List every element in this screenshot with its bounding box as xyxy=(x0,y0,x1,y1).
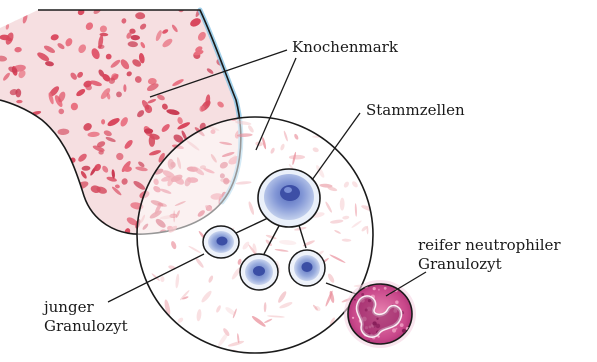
marrow-cell xyxy=(3,111,11,121)
marrow-cell xyxy=(58,157,64,161)
tissue-fiber xyxy=(216,348,218,356)
marrow-cell xyxy=(0,11,10,24)
marrow-cell xyxy=(37,177,49,186)
marrow-cell xyxy=(53,211,63,222)
young-cell-right-nucleus xyxy=(302,262,313,272)
marrow-cell xyxy=(0,122,6,131)
marrow-cell xyxy=(233,49,239,56)
tissue-fiber xyxy=(347,340,358,352)
neutrophil-granule xyxy=(350,337,354,341)
marrow-cell xyxy=(245,13,252,20)
marrow-cell xyxy=(59,154,68,164)
marrow-cell xyxy=(0,146,4,153)
marrow-cell xyxy=(25,145,35,158)
tissue-fiber xyxy=(366,164,378,175)
young-cell-left xyxy=(203,226,239,258)
marrow-cell xyxy=(241,50,250,59)
neutrophil-granule xyxy=(378,289,380,291)
marrow-cell xyxy=(39,149,49,156)
label-young-granulocyte: junger Granulozyt xyxy=(44,298,128,336)
neutrophil-granule xyxy=(400,323,404,327)
marrow-cell xyxy=(43,173,51,180)
marrow-cell xyxy=(26,162,39,170)
marrow-cell xyxy=(50,190,64,197)
neutrophil-granule xyxy=(352,317,354,319)
marrow-cell xyxy=(219,33,228,42)
stem-cell-nucleus-highlight xyxy=(284,187,292,193)
marrow-cell xyxy=(117,233,124,240)
marrow-cell xyxy=(0,116,5,126)
marrow-cell xyxy=(109,231,120,238)
marrow-cell xyxy=(63,161,73,170)
label-mature-neutrophil-line1: reifer neutrophiler xyxy=(418,236,561,255)
neutrophil-granule xyxy=(409,341,412,344)
stem-cell xyxy=(258,169,320,227)
label-knochenmark: Knochenmark xyxy=(292,38,398,57)
marrow-cell xyxy=(64,185,75,198)
marrow-cell xyxy=(21,226,36,239)
label-stammzellen: Stammzellen xyxy=(366,101,465,120)
marrow-cell xyxy=(51,176,61,188)
marrow-cell xyxy=(56,158,64,165)
marrow-cell xyxy=(40,205,48,217)
marrow-cell xyxy=(5,104,14,116)
neutrophil-granule xyxy=(384,287,387,290)
marrow-cell xyxy=(0,188,8,200)
marrow-cell xyxy=(235,26,244,35)
marrow-cell xyxy=(45,189,57,195)
tissue-fiber xyxy=(346,149,355,155)
marrow-cell xyxy=(17,197,25,206)
tissue-fiber xyxy=(329,331,336,345)
young-cell-center xyxy=(240,254,278,290)
neutrophil-granule xyxy=(373,287,376,290)
marrow-cell xyxy=(44,171,51,176)
marrow-cell xyxy=(18,208,29,218)
marrow-cell xyxy=(49,143,56,150)
label-young-granulocyte-line1: junger xyxy=(44,298,128,317)
tissue-fiber xyxy=(143,308,151,323)
marrow-cell xyxy=(0,211,11,224)
neutrophil-granule xyxy=(407,340,411,344)
label-young-granulocyte-line2: Granulozyt xyxy=(44,317,128,336)
marrow-cell xyxy=(59,217,70,225)
tissue-fiber xyxy=(344,339,351,344)
neutrophil-granule xyxy=(354,299,356,301)
marrow-cell xyxy=(0,190,10,200)
tissue-fiber xyxy=(146,299,157,311)
tissue-fiber xyxy=(320,345,327,351)
label-mature-neutrophil-line2: Granulozyt xyxy=(418,255,561,274)
young-cell-right xyxy=(289,250,325,286)
young-cell-left-nucleus xyxy=(217,237,228,246)
young-cell-center-nucleus xyxy=(253,266,265,276)
marrow-cell xyxy=(210,5,221,13)
marrow-cell xyxy=(22,187,28,196)
marrow-cell xyxy=(0,12,8,23)
marrow-cell xyxy=(11,15,17,21)
marrow-cell xyxy=(70,191,82,202)
tissue-fiber xyxy=(133,336,144,340)
marrow-cell xyxy=(46,163,59,174)
marrow-cell xyxy=(83,225,96,238)
marrow-cell xyxy=(0,216,4,224)
marrow-cell xyxy=(227,6,234,11)
tissue-fiber xyxy=(354,145,359,160)
label-mature-neutrophil: reifer neutrophiler Granulozyt xyxy=(418,236,561,274)
marrow-cell xyxy=(82,210,89,220)
mature-neutrophil xyxy=(344,280,416,348)
marrow-cell xyxy=(6,213,19,224)
stem-cell-nucleus xyxy=(280,185,300,201)
marrow-cell xyxy=(244,99,254,111)
tissue-fiber xyxy=(152,349,167,354)
marrow-cell xyxy=(52,195,63,206)
neutrophil-granule xyxy=(395,300,399,304)
neutrophil-granule xyxy=(356,341,358,343)
marrow-cell xyxy=(5,158,12,164)
neutrophil-granule xyxy=(361,293,364,296)
marrow-cell xyxy=(23,168,32,180)
neutrophil-granule xyxy=(395,328,397,330)
